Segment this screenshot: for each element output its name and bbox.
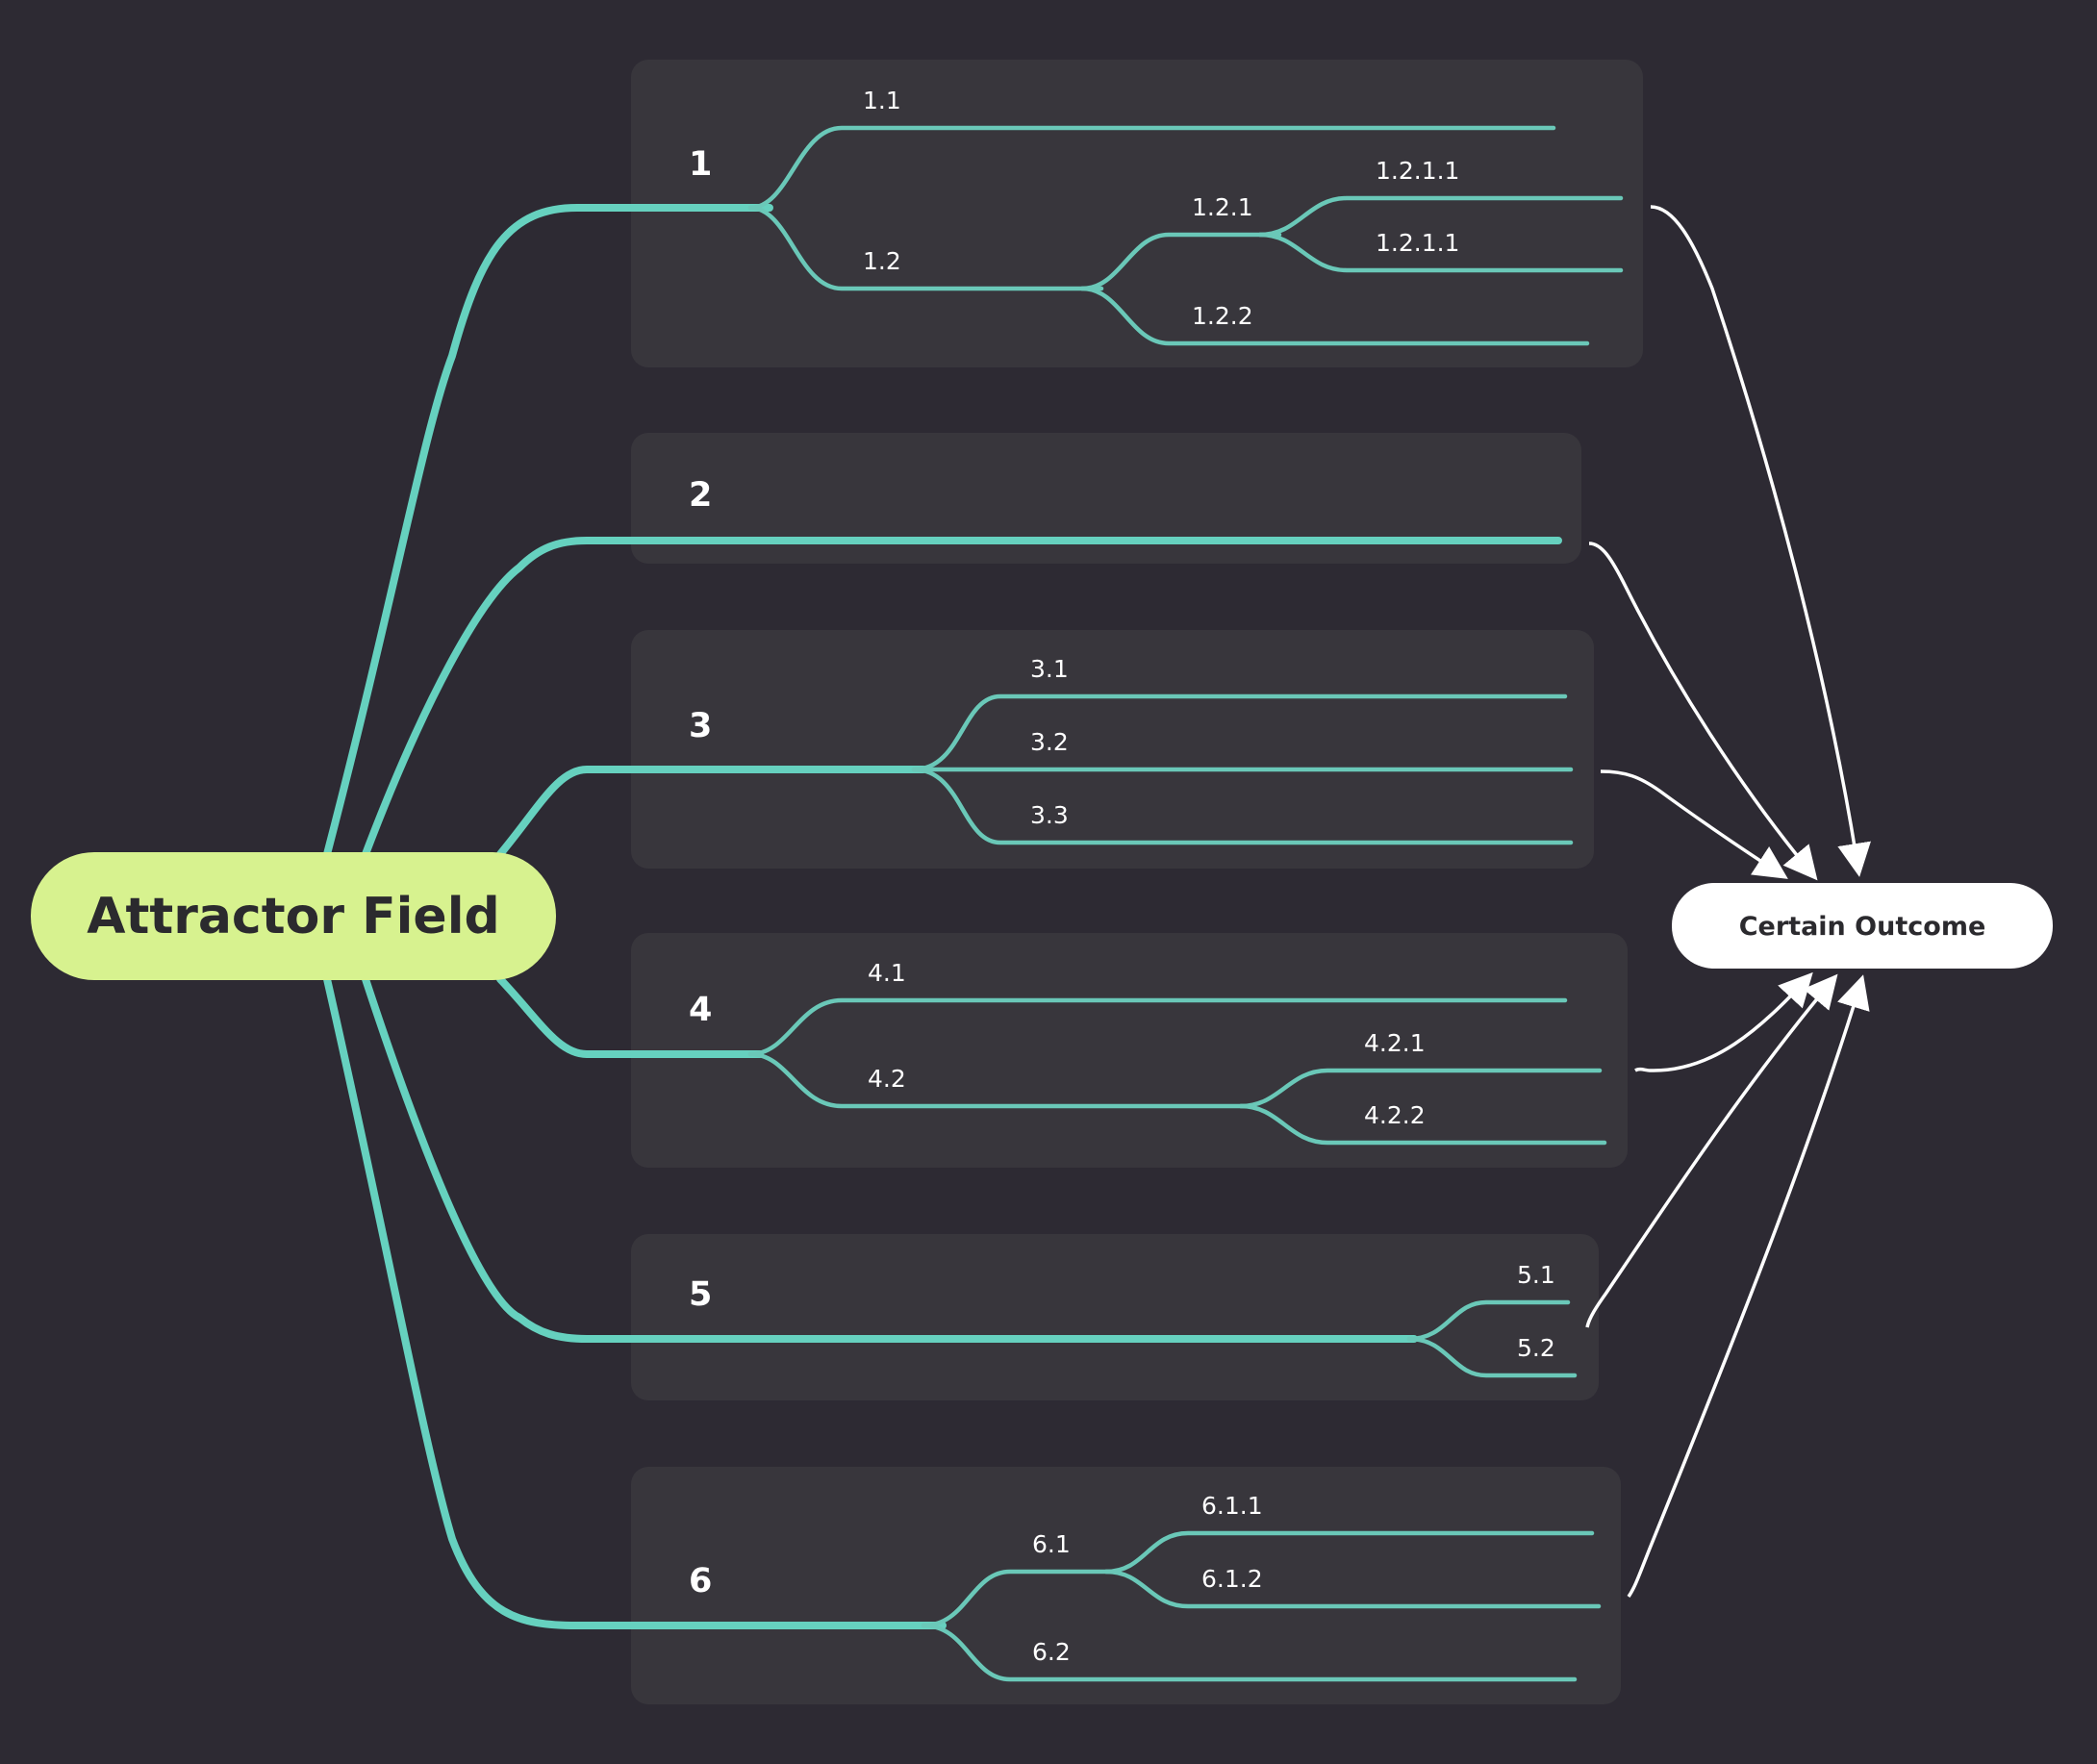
branch-line-4 (496, 975, 764, 1058)
arrow-from-branch-6 (1627, 974, 1870, 1599)
root-node-box (31, 852, 556, 980)
branch-line-6 (323, 975, 947, 1629)
branch-line-5-1 (1406, 1299, 1571, 1342)
branch-line-1-2-1-1a (1257, 195, 1624, 238)
label-branch-1: 1 (689, 145, 712, 184)
label-branch-2: 2 (689, 476, 712, 515)
label-4-2: 4.2 (868, 1065, 906, 1093)
branch-line-6-1-2 (1103, 1569, 1602, 1609)
panel-2 (631, 433, 1581, 564)
arrow-from-branch-3 (1600, 769, 1788, 879)
branch-line-6-1 (921, 1569, 1119, 1628)
label-3-3: 3.3 (1030, 801, 1069, 829)
arrow-from-branch-2 (1588, 542, 1818, 881)
branch-labels: 1 1.1 1.2 1.2.1 1.2.1.1 1.2.1.1 1.2.2 2 … (689, 87, 1555, 1666)
label-1-2-1: 1.2.1 (1192, 193, 1253, 221)
label-5-1: 5.1 (1517, 1261, 1555, 1289)
label-5-2: 5.2 (1517, 1334, 1555, 1362)
label-1-2-2: 1.2.2 (1192, 302, 1253, 330)
panel-3 (631, 630, 1594, 869)
label-branch-6: 6 (689, 1562, 712, 1600)
label-6-1: 6.1 (1032, 1530, 1071, 1558)
label-branch-3: 3 (689, 707, 712, 745)
branch-line-6-2 (921, 1623, 1578, 1682)
arrow-from-branch-1 (1650, 205, 1871, 877)
branch-line-5-2 (1406, 1336, 1578, 1378)
root-node[interactable]: Attractor Field (31, 852, 556, 980)
outcome-node-box (1672, 883, 2053, 969)
label-3-1: 3.1 (1030, 655, 1069, 683)
label-branch-5: 5 (689, 1275, 712, 1314)
panel-5 (631, 1234, 1599, 1400)
branch-line-3-1 (911, 693, 1568, 772)
label-6-1-2: 6.1.2 (1201, 1565, 1263, 1593)
branch-line-1-2-2 (1079, 286, 1590, 346)
branch-line-1-2 (747, 205, 1104, 291)
branch-line-1-2-1 (1079, 232, 1282, 291)
panel-4 (631, 933, 1628, 1168)
label-4-1: 4.1 (868, 959, 906, 987)
label-4-2-2: 4.2.2 (1364, 1101, 1426, 1129)
branch-panels (631, 60, 1643, 1704)
branch-line-4-2 (747, 1051, 1253, 1109)
branch-line-2 (362, 537, 1562, 858)
outcome-node[interactable]: Certain Outcome (1672, 883, 2053, 969)
branch-line-6-1-1 (1103, 1530, 1595, 1575)
sub-branches (747, 125, 1624, 1682)
label-3-2: 3.2 (1030, 728, 1069, 756)
root-node-label: Attractor Field (87, 888, 500, 945)
label-4-2-1: 4.2.1 (1364, 1029, 1426, 1057)
branch-line-4-2-2 (1238, 1103, 1607, 1146)
panel-1 (631, 60, 1643, 367)
branch-line-4-2-1 (1238, 1068, 1603, 1109)
branch-line-3 (496, 766, 927, 858)
label-branch-4: 4 (689, 991, 712, 1029)
branch-line-4-1 (747, 997, 1568, 1057)
label-1-1: 1.1 (863, 87, 901, 114)
branch-line-5 (362, 975, 1418, 1343)
branch-line-1-2-1-1b (1257, 232, 1624, 273)
label-1-2-1-1a: 1.2.1.1 (1376, 157, 1459, 185)
branch-line-1-1 (747, 125, 1556, 211)
label-6-2: 6.2 (1032, 1638, 1071, 1666)
arrow-from-branch-4 (1634, 971, 1813, 1072)
arrow-from-branch-5 (1585, 973, 1838, 1328)
branch-line-3-3 (911, 767, 1574, 845)
label-6-1-1: 6.1.1 (1201, 1492, 1263, 1520)
branch-line-1 (323, 204, 773, 858)
outcome-node-label: Certain Outcome (1739, 912, 1986, 942)
panel-6 (631, 1467, 1621, 1704)
outcome-arrows (1585, 205, 1871, 1599)
label-1-2: 1.2 (863, 247, 901, 275)
main-branches (323, 204, 1562, 1629)
label-1-2-1-1b: 1.2.1.1 (1376, 229, 1459, 257)
